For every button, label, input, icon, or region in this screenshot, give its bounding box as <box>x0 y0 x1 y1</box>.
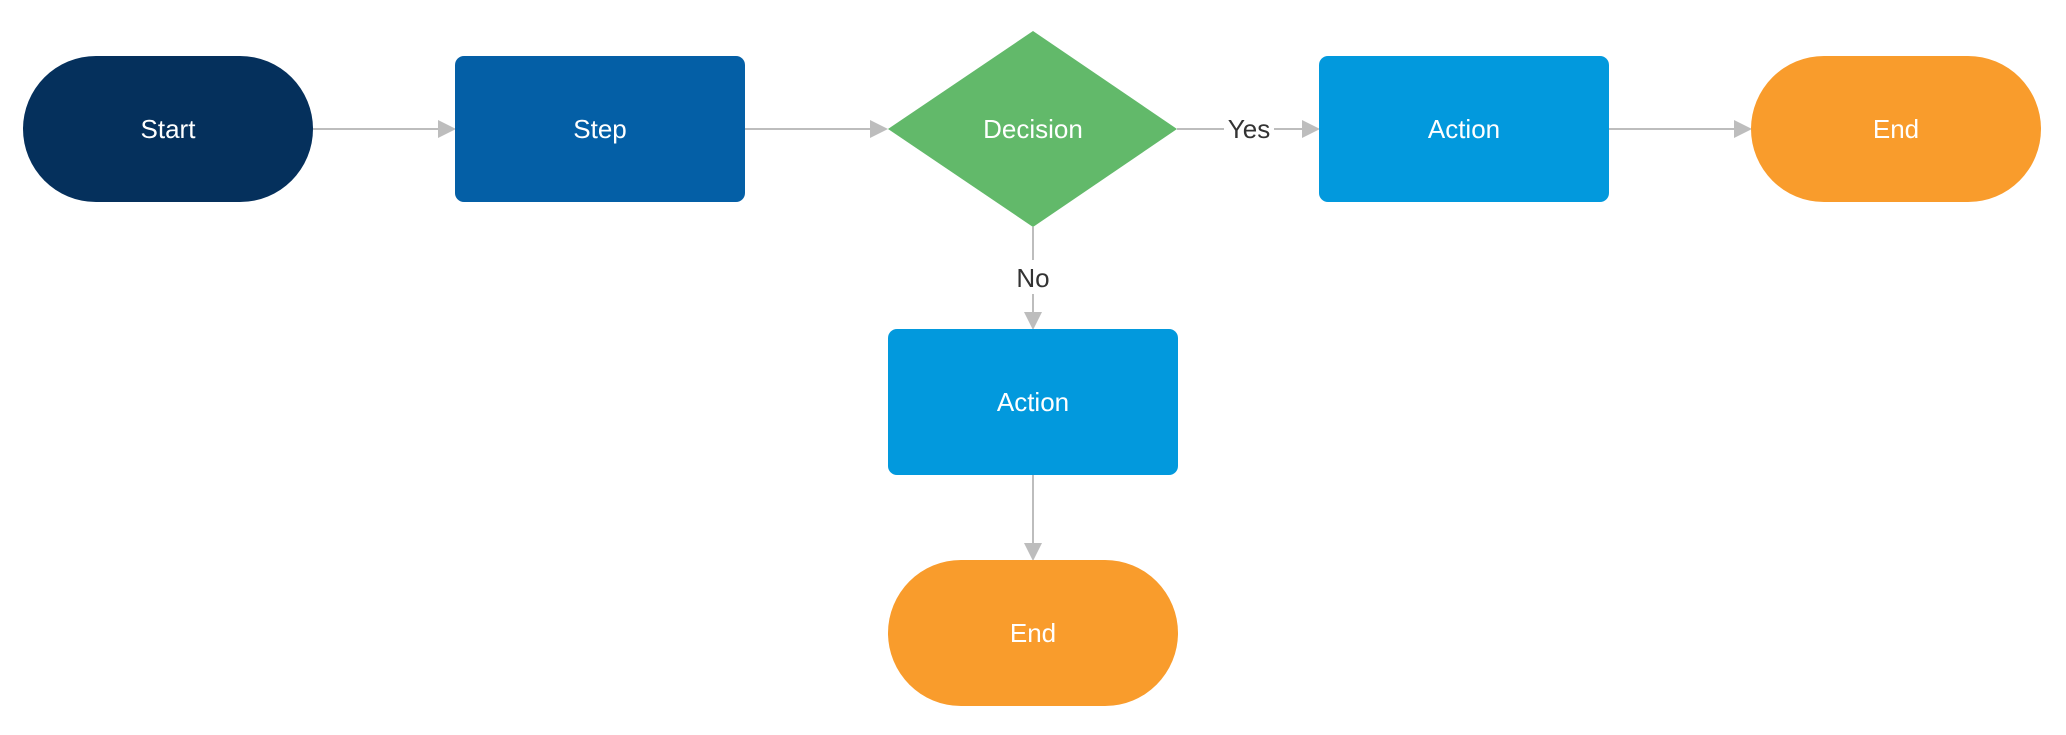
step-node[interactable]: Step <box>455 56 745 202</box>
step-process-shape <box>455 56 745 202</box>
action-yes-process-shape <box>1319 56 1609 202</box>
arrowhead <box>1024 543 1042 561</box>
decision-node[interactable]: Decision <box>888 31 1177 227</box>
decision-label: Decision <box>983 114 1083 144</box>
start-label: Start <box>141 114 197 144</box>
connector-step-to-decision <box>745 120 888 138</box>
end-yes-label: End <box>1873 114 1919 144</box>
arrowhead <box>1734 120 1752 138</box>
action-yes-node[interactable]: Action <box>1319 56 1609 202</box>
connector-decision-to-action-yes: Yes <box>1177 114 1320 144</box>
yes-label: Yes <box>1228 114 1270 144</box>
connector-action-yes-to-end <box>1609 120 1752 138</box>
arrowhead <box>438 120 456 138</box>
arrowhead <box>870 120 888 138</box>
end-no-label: End <box>1010 618 1056 648</box>
end-yes-terminator-shape <box>1751 56 2041 202</box>
connector-start-to-step <box>313 120 456 138</box>
connector-decision-to-action-no: No <box>1016 227 1050 330</box>
start-terminator-shape <box>23 56 313 202</box>
connector-action-no-to-end <box>1024 475 1042 561</box>
decision-diamond-shape <box>888 31 1177 227</box>
no-label: No <box>1016 263 1049 293</box>
action-no-node[interactable]: Action <box>888 329 1178 475</box>
end-no-node[interactable]: End <box>888 560 1178 706</box>
start-node[interactable]: Start <box>23 56 313 202</box>
step-label: Step <box>573 114 627 144</box>
end-yes-node[interactable]: End <box>1751 56 2041 202</box>
end-no-terminator-shape <box>888 560 1178 706</box>
action-yes-label: Action <box>1428 114 1500 144</box>
arrowhead <box>1302 120 1320 138</box>
action-no-label: Action <box>997 387 1069 417</box>
action-no-process-shape <box>888 329 1178 475</box>
arrowhead <box>1024 312 1042 330</box>
